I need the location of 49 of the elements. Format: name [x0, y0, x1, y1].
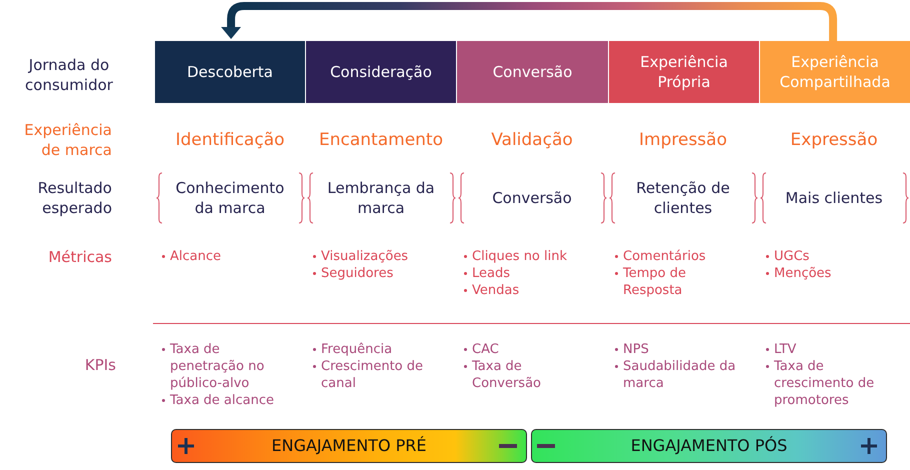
result-text: Retenção de clientes — [636, 178, 730, 218]
bar-label: ENGAJAMENTO PRÉ — [271, 436, 426, 456]
result-text: Conhecimento da marca — [175, 178, 285, 218]
stage-label: Descoberta — [186, 62, 274, 82]
kpi-item: Taxa de crescimento de promotores — [765, 358, 876, 409]
kpi-item: NPS — [614, 341, 650, 358]
experience-label: Impressão — [638, 129, 728, 151]
metric-item: Comentários — [614, 248, 707, 265]
stage-box — [760, 41, 910, 103]
metric-item: Alcance — [161, 248, 223, 265]
result-text: Lembrança da marca — [326, 178, 436, 218]
kpi-item: CAC — [463, 341, 500, 358]
stage-box — [155, 41, 305, 103]
experience-label: Expressão — [790, 129, 878, 151]
stage-box — [609, 41, 759, 103]
stage-box — [306, 41, 456, 103]
result-text: Conversão — [492, 188, 572, 208]
stage-label: Conversão — [492, 62, 573, 82]
experience-label: Validação — [490, 129, 574, 151]
metric-item: Visualizações — [312, 248, 410, 265]
metric-item: Tempo de Resposta — [614, 265, 687, 299]
metric-item: Menções — [765, 265, 833, 282]
bar-label: ENGAJAMENTO PÓS — [630, 436, 788, 456]
row-heading: Jornada do consumidor — [24, 55, 114, 95]
kpi-item: Taxa de penetração no público-alvo — [161, 341, 266, 392]
stage-label: Experiência Própria — [640, 52, 728, 92]
metric-item: Vendas — [463, 282, 521, 299]
kpi-item: Taxa de Conversão — [463, 358, 542, 392]
row-heading: Experiência de marca — [23, 120, 112, 160]
result-text: Mais clientes — [784, 188, 884, 208]
experience-label: Identificação — [174, 129, 286, 151]
kpi-item: LTV — [765, 341, 798, 358]
engagement-bar — [531, 429, 887, 463]
stage-label: Consideração — [330, 62, 432, 82]
row-heading: Resultado esperado — [36, 178, 112, 218]
kpi-item: Saudabilidade da marca — [614, 358, 737, 392]
metric-item: Cliques no link — [463, 248, 569, 265]
kpi-item: Crescimento de canal — [312, 358, 425, 392]
experience-label: Encantamento — [318, 129, 444, 151]
metric-item: UGCs — [765, 248, 811, 265]
stage-label: Experiência Compartilhada — [779, 52, 891, 92]
metric-item: Seguidores — [312, 265, 395, 282]
metric-item: Leads — [463, 265, 512, 282]
row-heading: KPIs — [84, 355, 116, 375]
engagement-bar — [171, 429, 527, 463]
kpi-item: Frequência — [312, 341, 394, 358]
kpi-item: Taxa de alcance — [161, 392, 276, 409]
row-heading: Métricas — [47, 247, 112, 267]
stage-box — [457, 41, 608, 103]
